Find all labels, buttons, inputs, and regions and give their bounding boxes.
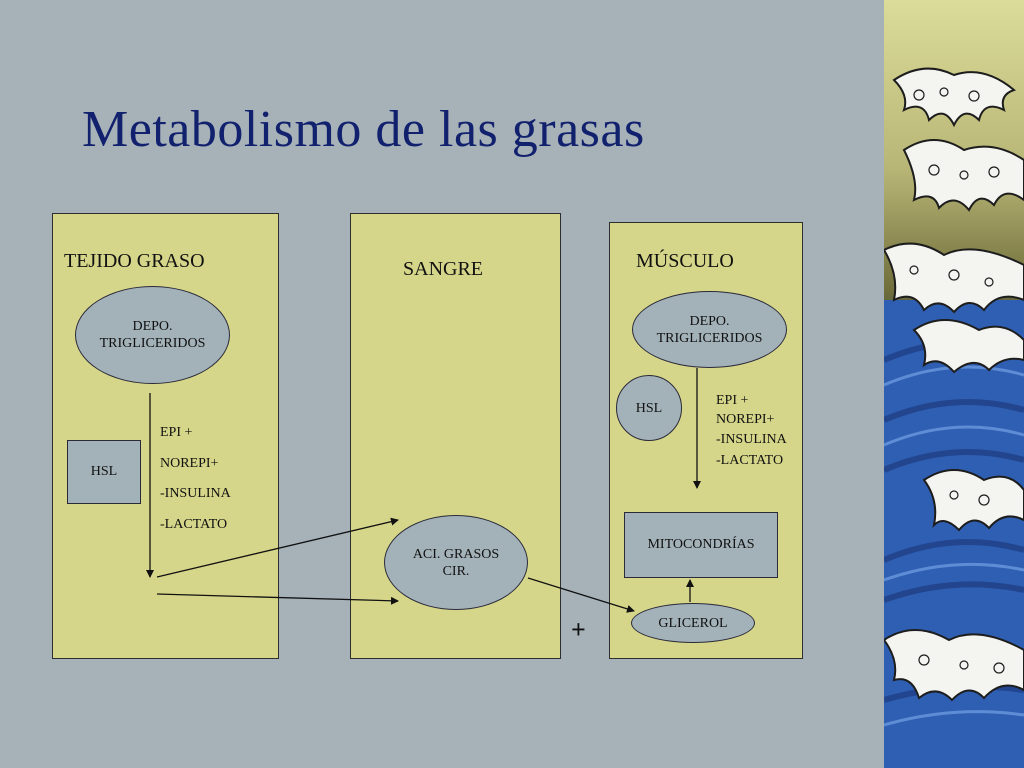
tejido-depot-line1: DEPO. bbox=[132, 319, 173, 334]
musculo-factor-insulina: -INSULINA bbox=[716, 432, 787, 447]
slide-title: Metabolismo de las grasas bbox=[82, 101, 645, 158]
musculo-hsl-label: HSL bbox=[635, 400, 663, 416]
mitocondrias-box: MITOCONDRÍAS bbox=[624, 512, 778, 578]
acidos-grasos-ellipse: ACI. GRASOS CIR. bbox=[384, 515, 528, 610]
glicerol-ellipse: GLICEROL bbox=[631, 603, 755, 643]
tejido-hsl-box: HSL bbox=[67, 440, 141, 504]
japanese-wave-icon bbox=[884, 0, 1024, 768]
tejido-hsl-label: HSL bbox=[90, 464, 118, 479]
tejido-factor-insulina: -INSULINA bbox=[160, 486, 231, 501]
tejido-graso-title: TEJIDO GRASO bbox=[64, 250, 205, 272]
musculo-factor-lactato: -LACTATO bbox=[716, 453, 784, 468]
musculo-depot-ellipse: DEPO. TRIGLICERIDOS bbox=[632, 291, 787, 368]
tejido-factor-norepi: NOREPI+ bbox=[160, 456, 219, 471]
musculo-depot-line1: DEPO. bbox=[689, 313, 730, 329]
plus-sign: + bbox=[571, 615, 586, 644]
musculo-factor-epi: EPI + bbox=[716, 393, 749, 408]
musculo-title: MÚSCULO bbox=[636, 250, 734, 272]
glicerol-label: GLICEROL bbox=[658, 615, 728, 631]
acidos-grasos-line2: CIR. bbox=[442, 563, 470, 579]
tejido-depot-line2: TRIGLICERIDOS bbox=[99, 336, 206, 351]
sangre-title: SANGRE bbox=[403, 258, 484, 280]
tejido-factor-lactato: -LACTATO bbox=[160, 517, 228, 532]
musculo-factor-norepi: NOREPI+ bbox=[716, 412, 775, 427]
mitocondrias-label: MITOCONDRÍAS bbox=[647, 537, 755, 552]
musculo-depot-line2: TRIGLICERIDOS bbox=[656, 330, 763, 346]
panel-tejido-graso bbox=[52, 213, 279, 659]
tejido-depot-ellipse: DEPO. TRIGLICERIDOS bbox=[75, 286, 230, 384]
musculo-hsl-ellipse: HSL bbox=[616, 375, 682, 441]
tejido-factor-epi: EPI + bbox=[160, 425, 193, 440]
acidos-grasos-line1: ACI. GRASOS bbox=[412, 546, 500, 562]
